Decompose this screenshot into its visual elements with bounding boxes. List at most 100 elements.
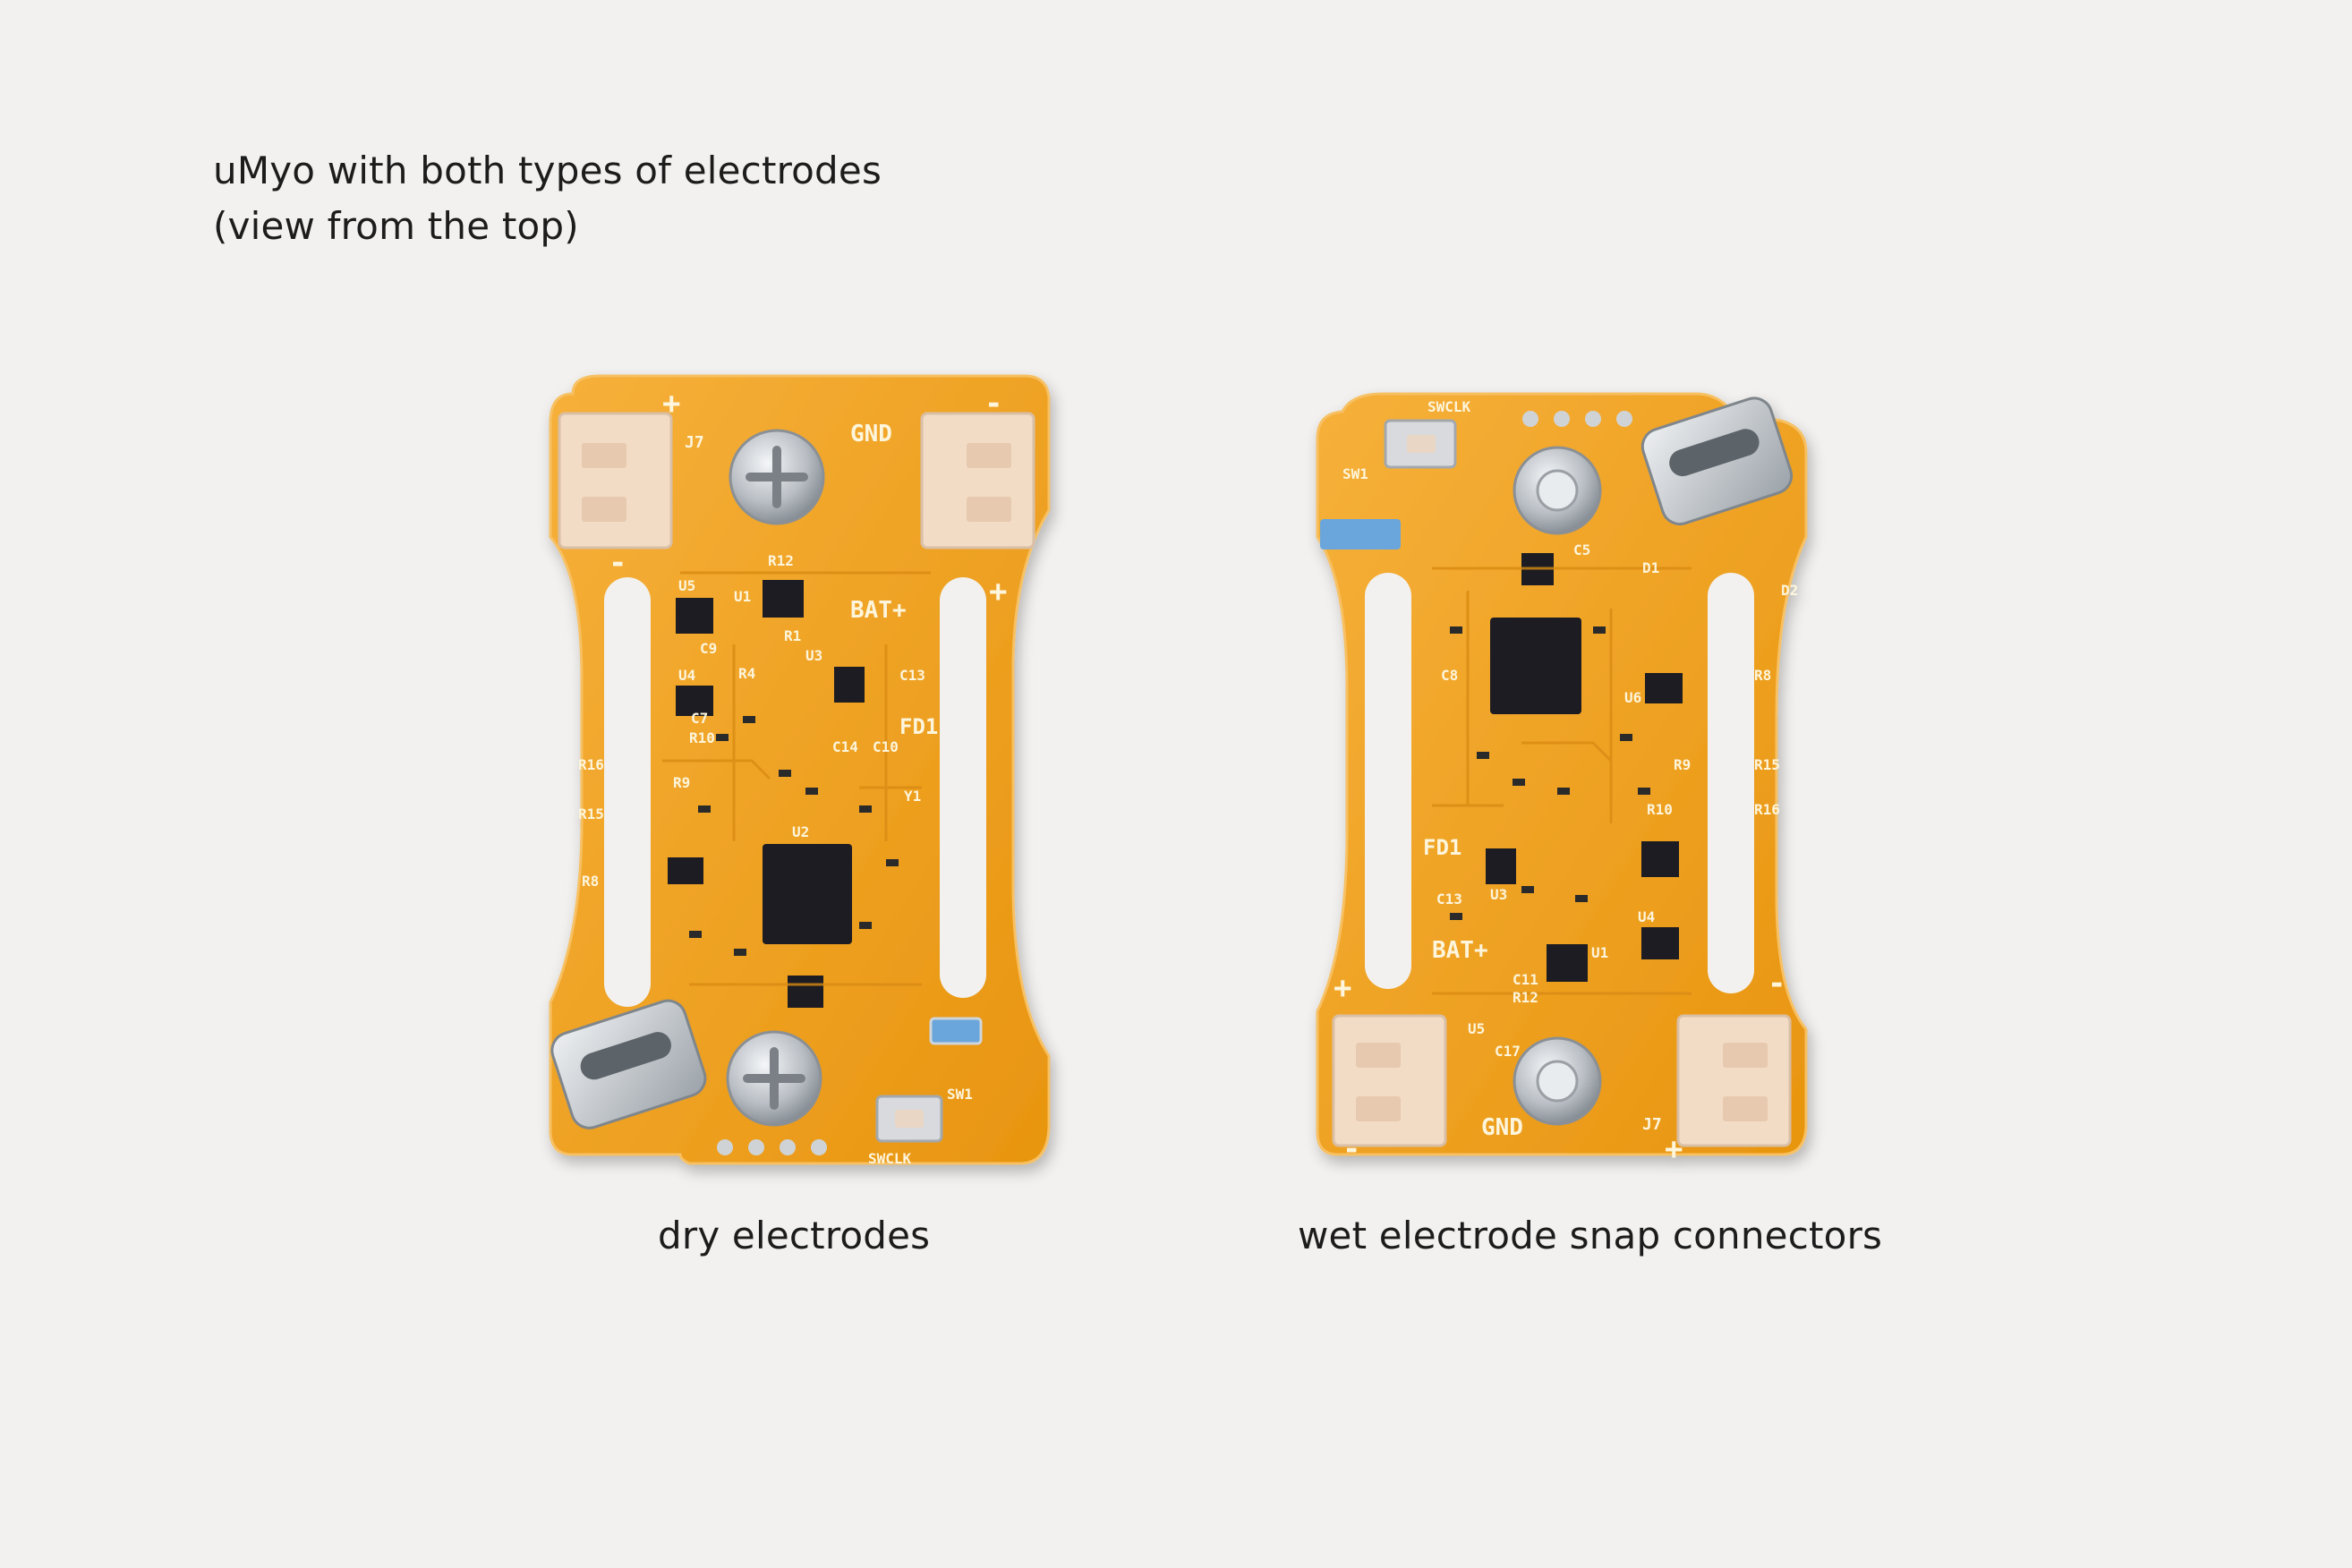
- silk-r15: R15: [1754, 756, 1780, 773]
- silk-r9: R9: [1674, 756, 1691, 773]
- ic-u4: [676, 686, 713, 716]
- pad: [1554, 411, 1570, 427]
- silk-c5: C5: [1573, 541, 1590, 558]
- silk-c13: C13: [1436, 891, 1462, 908]
- silk-c8: C8: [1441, 667, 1458, 684]
- silk-u6: U6: [1624, 689, 1641, 706]
- silk-u5: U5: [1468, 1020, 1485, 1037]
- silk-u4: U4: [1638, 908, 1655, 925]
- silk-plus-bottom: +: [1665, 1131, 1683, 1167]
- silk-r12: R12: [768, 552, 794, 569]
- silk-r16: R16: [578, 756, 604, 773]
- silk-c17: C17: [1495, 1043, 1521, 1060]
- silk-swclk: SWCLK: [868, 1150, 912, 1167]
- connector-pin: [1356, 1043, 1401, 1068]
- silk-r10: R10: [689, 729, 715, 746]
- title-block: uMyo with both types of electrodes (view…: [213, 143, 882, 254]
- silk-minus-bottom: -: [1342, 1131, 1360, 1167]
- silk-plus-top: +: [662, 386, 680, 422]
- slot-left: [604, 577, 651, 1007]
- wet-electrode-caption: wet electrode snap connectors: [1298, 1214, 1883, 1257]
- dry-electrodes-caption: dry electrodes: [658, 1214, 931, 1257]
- silk-c9: C9: [700, 640, 717, 657]
- pcb-traces: [1432, 567, 1692, 995]
- silk-c11: C11: [1513, 971, 1538, 988]
- silk-r12: R12: [1513, 989, 1538, 1006]
- silk-plus-left: +: [1334, 970, 1351, 1006]
- silk-r10: R10: [1647, 801, 1673, 818]
- silk-u1: U1: [734, 588, 751, 605]
- silk-c7: C7: [691, 710, 708, 727]
- pad: [811, 1139, 827, 1155]
- silk-j7: J7: [1642, 1115, 1662, 1134]
- blue-led: [929, 1017, 983, 1045]
- silk-gnd: GND: [1481, 1114, 1523, 1141]
- silk-u2: U2: [792, 823, 809, 840]
- silk-r9: R9: [673, 774, 690, 791]
- slot-left: [1365, 573, 1411, 989]
- silk-u3: U3: [1490, 886, 1507, 903]
- connector-pin: [1723, 1096, 1768, 1121]
- ic-u1: [763, 580, 804, 618]
- usb-c-connector: [1640, 396, 1794, 526]
- jst-connector-bottom-right: [1676, 1014, 1792, 1147]
- silk-r16: R16: [1754, 801, 1780, 818]
- ic-u3: [834, 667, 865, 703]
- ic-u7: [788, 976, 823, 1008]
- pad: [1585, 411, 1601, 427]
- silk-d1: D1: [1642, 559, 1659, 576]
- silk-minus-right: -: [1768, 966, 1785, 1001]
- silk-plus-right: +: [989, 574, 1007, 609]
- blue-led: [1320, 519, 1401, 550]
- silk-r8: R8: [582, 873, 599, 890]
- jst-connector-bottom-left: [1332, 1014, 1447, 1147]
- nrf52810-chip: [1490, 618, 1581, 714]
- jst-connector-top-left: [558, 412, 673, 550]
- ic-u1: [1547, 944, 1588, 982]
- pad: [748, 1139, 764, 1155]
- silk-fd1: FD1: [1423, 835, 1461, 860]
- silk-fd1: FD1: [899, 714, 938, 739]
- jst-connector-top-right: [920, 412, 1035, 550]
- silk-u4: U4: [678, 667, 695, 684]
- passive-components: [1450, 626, 1650, 920]
- silk-r1: R1: [784, 627, 801, 644]
- connector-pin: [967, 443, 1011, 468]
- connector-pin: [1356, 1096, 1401, 1121]
- silk-c14: C14: [832, 738, 858, 755]
- pad: [1616, 411, 1632, 427]
- pad: [1522, 411, 1538, 427]
- silk-sw1: SW1: [947, 1086, 973, 1103]
- title-line-2: (view from the top): [213, 204, 579, 248]
- pcb-outline: [1316, 392, 1808, 1156]
- connector-pin: [1723, 1043, 1768, 1068]
- silk-u1: U1: [1591, 944, 1608, 961]
- ic-u4: [1641, 927, 1679, 959]
- silk-r15: R15: [578, 805, 604, 822]
- silk-gnd: GND: [850, 421, 892, 447]
- silk-bat: BAT+: [850, 597, 907, 624]
- connector-pin: [967, 497, 1011, 522]
- ic-u5: [676, 598, 713, 634]
- silk-r8: R8: [1754, 667, 1771, 684]
- pcb-traces: [662, 571, 931, 986]
- pad: [780, 1139, 796, 1155]
- wet-electrode-board: GND BAT+ FD1 SW1 SWCLK J7 U1 U3 U4 U5 U6…: [1316, 392, 1808, 1167]
- silk-y1: Y1: [904, 788, 921, 805]
- silk-bat: BAT+: [1432, 937, 1488, 964]
- silk-c10: C10: [873, 738, 899, 755]
- silk-minus-left: -: [609, 545, 626, 581]
- ic-u6: [668, 857, 703, 884]
- nrf52810-chip: [763, 844, 852, 944]
- dry-electrode-board: GND BAT+ FD1 SW1 SWCLK J7 U5 U4 U3 U2 U1…: [549, 374, 1051, 1167]
- silk-c13: C13: [899, 667, 925, 684]
- ic-u3: [1486, 848, 1516, 884]
- usb-c-connector: [550, 999, 707, 1129]
- silk-j7: J7: [685, 433, 704, 452]
- silk-d2: D2: [1781, 582, 1798, 599]
- connector-pin: [582, 497, 626, 522]
- pad: [717, 1139, 733, 1155]
- silk-sw1: SW1: [1342, 465, 1368, 482]
- silk-minus-top: -: [984, 386, 1002, 422]
